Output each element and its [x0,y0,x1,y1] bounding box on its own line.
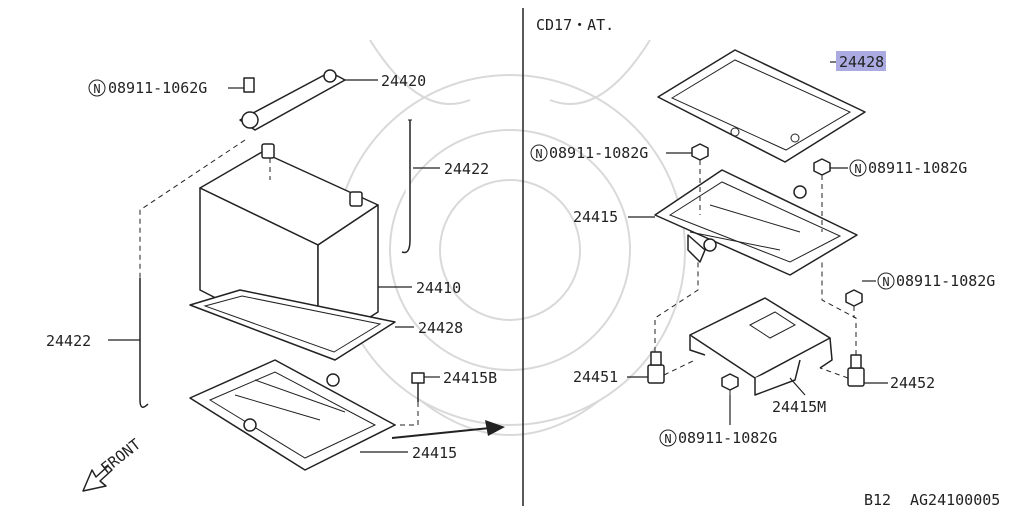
battery-tray-shape [189,359,396,471]
svg-text:N: N [535,147,542,161]
rod-left-shape [139,278,149,408]
label-24415m: 24415M [772,398,826,416]
label-24422-right: 24422 [444,160,489,178]
mat-shape-right [657,49,866,163]
label-24428-left: 24428 [418,319,463,337]
n-symbol-icon-top-right: N [849,159,867,177]
direction-arrow-icon [485,420,505,436]
label-24428-right: 24428 [839,53,884,71]
label-nut-top-left: 08911-1082G [549,144,648,162]
ref-right: AG24100005 [910,491,1000,509]
left-panel: N 08911-1062G 24420 24422 24410 24428 24… [46,69,505,492]
label-24420: 24420 [381,72,426,90]
label-24452: 24452 [890,374,935,392]
label-nut-top-right: 08911-1082G [868,159,967,177]
label-nut-mid-right: 08911-1082G [896,272,995,290]
n-symbol-icon-top-left: N [530,144,548,162]
highlight-box [836,51,886,71]
n-symbol-icon-bottom: N [659,429,677,447]
bracket-shape-right [689,297,833,396]
watermark-emblem [334,39,686,436]
svg-text:N: N [664,432,671,446]
screw-shape [411,372,425,402]
n-symbol-icon: N [88,79,106,97]
label-24415-left: 24415 [412,444,457,462]
right-panel: CD17・AT. [530,16,995,447]
tray-shape-right [654,169,858,276]
rod-right-shape [401,119,412,254]
nut-icons [691,143,863,391]
label-nut-bottom: 08911-1082G [678,429,777,447]
label-24415-right: 24415 [573,208,618,226]
hold-down-bracket-shape [239,69,346,131]
label-08911-1062g: 08911-1062G [108,79,207,97]
bolt-right-shape [847,354,865,387]
label-24410: 24410 [416,279,461,297]
ref-left: B12 [864,491,891,509]
label-front: FRONT [97,435,144,477]
front-arrow-icon [82,465,113,492]
label-24422-left: 24422 [46,332,91,350]
svg-text:N: N [854,162,861,176]
svg-text:N: N [93,82,100,96]
variant-header: CD17・AT. [536,16,614,34]
tray-mat-shape [189,289,396,361]
svg-text:N: N [882,275,889,289]
bolt-left-shape [647,351,665,384]
label-24451: 24451 [573,368,618,386]
n-symbol-icon-mid-right: N [877,272,895,290]
label-24415b: 24415B [443,369,497,387]
